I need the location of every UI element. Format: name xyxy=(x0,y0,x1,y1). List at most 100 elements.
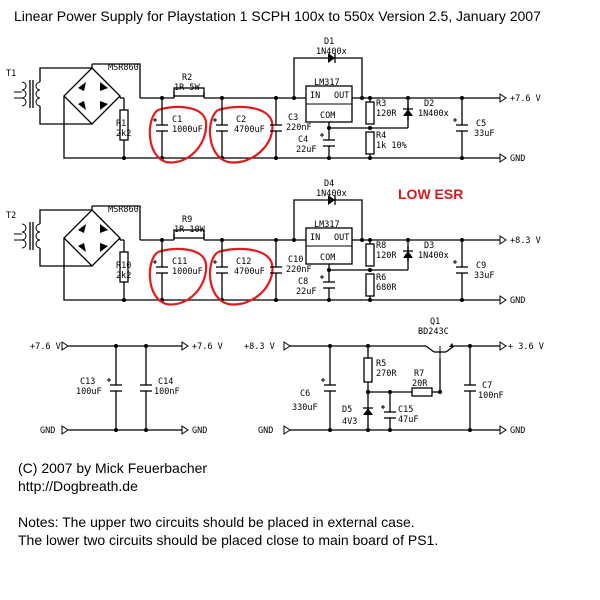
r3-label: R8 xyxy=(376,241,386,251)
transformer-label: T1 xyxy=(6,69,16,79)
regulator-label: LM317 xyxy=(314,220,340,230)
d2-label: D3 xyxy=(424,241,434,251)
c14-value: 100nF xyxy=(154,387,180,397)
c5-label: C9 xyxy=(476,261,486,271)
d2-value: 1N400x xyxy=(418,251,449,261)
c15-label: C15 xyxy=(398,405,413,415)
r5-label: R5 xyxy=(376,359,386,369)
c3-label: C10 xyxy=(288,255,303,265)
r2-value: 1R 10W xyxy=(174,225,206,235)
d1-value: 1N400x xyxy=(316,189,347,199)
c4-label: C8 xyxy=(298,277,308,287)
lv-vout: + 3.6 V xyxy=(508,342,544,352)
bridge-rectifier-lower: MSR860 xyxy=(63,205,139,267)
r2-label: R2 xyxy=(182,73,192,83)
r1-value: 2k2 xyxy=(116,129,131,139)
c1-label: C1 xyxy=(172,115,182,125)
website-link[interactable]: http://Dogbreath.de xyxy=(18,478,138,494)
r7-label: R7 xyxy=(414,369,424,379)
c4-value: 22uF xyxy=(296,145,316,155)
d1-label: D1 xyxy=(324,37,334,47)
r2-label: R9 xyxy=(182,215,192,225)
vout-label: +7.6 V xyxy=(510,94,541,104)
note-upper: Notes: The upper two circuits should be … xyxy=(18,514,415,530)
regulator-com: COM xyxy=(320,253,335,263)
c6-value: 330uF xyxy=(292,403,318,413)
d2-label: D2 xyxy=(424,99,434,109)
r2-value: 1R 5W xyxy=(174,83,200,93)
note-lower: The lower two circuits should be placed … xyxy=(18,532,439,548)
q1-value: BD243C xyxy=(418,327,449,337)
r4-label: R6 xyxy=(376,273,386,283)
highlight-ring-c1 xyxy=(148,105,208,164)
gnd-label: GND xyxy=(510,154,525,164)
d5-value: 4V3 xyxy=(342,417,357,427)
r5-value: 270R xyxy=(376,369,397,379)
highlight-ring-c2 xyxy=(208,247,274,306)
r1-value: 2k2 xyxy=(116,271,131,281)
q1-label: Q1 xyxy=(430,317,440,327)
r7-value: 20R xyxy=(412,379,428,389)
r3-value: 120R xyxy=(376,251,397,261)
lv-vin: +8.3 V xyxy=(244,342,275,352)
c15-value: 47uF xyxy=(398,415,418,425)
bridge-rectifier-upper: MSR860 xyxy=(63,63,139,125)
low-esr-note: LOW ESR xyxy=(398,186,464,202)
r3-value: 120R xyxy=(376,109,397,119)
c4-label: C4 xyxy=(298,135,308,145)
c1-value: 1000uF xyxy=(172,125,203,135)
r4-value: 1k 10% xyxy=(376,141,407,151)
transformer-label: T2 xyxy=(6,211,16,221)
regulator-out: OUT xyxy=(334,233,349,243)
c14-label: C14 xyxy=(158,377,173,387)
r1-label: R10 xyxy=(116,261,131,271)
c4-value: 22uF xyxy=(296,287,316,297)
lv-gnd-out: GND xyxy=(510,426,525,436)
r1-label: R1 xyxy=(116,119,126,129)
c1-value: 1000uF xyxy=(172,267,203,277)
d1-value: 1N400x xyxy=(316,47,347,57)
c7-value: 100nF xyxy=(478,391,504,401)
d2-value: 1N400x xyxy=(418,109,449,119)
bridge-label: MSR860 xyxy=(108,63,139,73)
bridge-label: MSR860 xyxy=(108,205,139,215)
c5-value: 33uF xyxy=(474,129,494,139)
regulator-in: IN xyxy=(310,91,320,101)
c2-value: 4700uF xyxy=(234,125,265,135)
c2-value: 4700uF xyxy=(234,267,265,277)
r4-label: R4 xyxy=(376,131,386,141)
regulator-com: COM xyxy=(320,111,335,121)
highlight-ring-c2 xyxy=(208,105,274,164)
